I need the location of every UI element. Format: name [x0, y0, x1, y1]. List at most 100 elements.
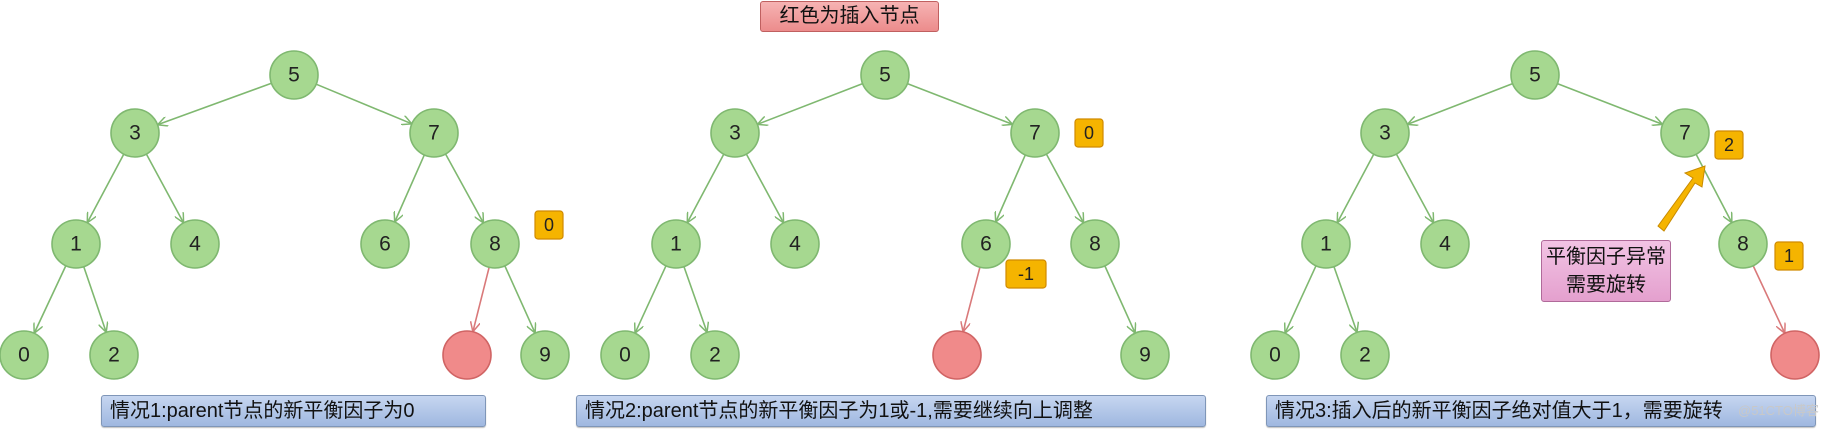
node-value: 8 — [1737, 233, 1749, 256]
tree1-node-6: 6 — [360, 219, 410, 269]
node-value: 1 — [670, 233, 682, 256]
tree2-edge-7-8 — [1045, 153, 1083, 222]
tree1-edge-inserted — [473, 267, 490, 330]
tree1-edge-8-9 — [504, 265, 535, 332]
tree1-node-7: 7 — [409, 108, 459, 158]
tree2-edge-inserted — [963, 267, 981, 331]
node-value: 4 — [189, 233, 201, 256]
tree3-node-0: 0 — [1250, 330, 1300, 380]
tree3-node-4: 4 — [1420, 219, 1470, 269]
tree2-node-8: 8 — [1070, 219, 1120, 269]
tree1-node-5: 5 — [269, 50, 319, 100]
tree3-edge-inserted — [1752, 265, 1784, 333]
tree1-badge-8: 0 — [534, 210, 564, 240]
tree2-node-0: 0 — [600, 330, 650, 380]
tree2-node-5: 5 — [860, 50, 910, 100]
tree2-edge-5-7 — [907, 82, 1011, 124]
tree3-node-5: 5 — [1510, 50, 1560, 100]
balance-factor: 2 — [1724, 135, 1734, 155]
tree2-badge-6: -1 — [1005, 259, 1047, 289]
node-value: 1 — [70, 233, 82, 256]
case-2-label: 情况2:parent节点的新平衡因子为1或-1,需要继续向上调整 — [576, 395, 1206, 427]
tree2-node-3: 3 — [710, 108, 760, 158]
node-value: 0 — [619, 344, 631, 367]
tree2-node-4: 4 — [770, 219, 820, 269]
node-value: 3 — [729, 122, 741, 145]
tree1-node-9: 9 — [520, 330, 570, 380]
node-value: 2 — [1359, 344, 1371, 367]
tree2-edge-7-6 — [996, 154, 1027, 221]
tree1-edge-7-8 — [444, 153, 483, 222]
tree1-node-1: 1 — [51, 219, 101, 269]
tree3-inserted-node — [1770, 330, 1820, 380]
tree1-node-4: 4 — [170, 219, 220, 269]
tree1-node-3: 3 — [110, 108, 160, 158]
node-value: 8 — [1089, 233, 1101, 256]
balance-factor: 0 — [1084, 123, 1094, 143]
tree3-edge-7-8 — [1695, 153, 1731, 222]
tree3-edge-1-0 — [1285, 265, 1317, 332]
node-value: 7 — [1029, 122, 1041, 145]
rotation-note-line1: 平衡因子异常 — [1546, 246, 1666, 268]
rotation-note-line2: 需要旋转 — [1566, 274, 1646, 296]
case-1-label: 情况1:parent节点的新平衡因子为0 — [101, 395, 486, 427]
tree1-edge-5-7 — [315, 83, 411, 123]
node-value: 5 — [879, 64, 891, 87]
tree2-edge-1-2 — [683, 266, 707, 332]
balance-factor: -1 — [1018, 264, 1034, 284]
tree3-edge-5-7 — [1557, 82, 1661, 124]
node-value: 2 — [709, 344, 721, 367]
node-value: 8 — [489, 233, 501, 256]
tree3-badge-8: 1 — [1774, 241, 1804, 271]
tree2-inserted-node — [932, 330, 982, 380]
node-value: 9 — [1139, 344, 1151, 367]
tree1-edge-1-2 — [83, 266, 106, 332]
tree1-edge-7-6 — [395, 154, 426, 221]
watermark: @51CTO博客 — [1738, 403, 1819, 418]
tree1-edge-1-0 — [35, 265, 67, 333]
tree1-node-2: 2 — [89, 330, 139, 380]
tree2-edge-5-3 — [758, 82, 863, 124]
tree3-node-8: 8 — [1718, 219, 1768, 269]
tree2-node-7: 7 — [1010, 108, 1060, 158]
node-value: 3 — [129, 122, 141, 145]
tree2-node-6: 6 — [961, 219, 1011, 269]
tree3-node-3: 3 — [1360, 108, 1410, 158]
node-value: 5 — [288, 64, 300, 87]
legend-title: 红色为插入节点 — [760, 1, 939, 32]
tree2-node-2: 2 — [690, 330, 740, 380]
node-value: 5 — [1529, 64, 1541, 87]
node-value: 4 — [1439, 233, 1451, 256]
node-value: 2 — [108, 344, 120, 367]
node-value: 0 — [1269, 344, 1281, 367]
tree1-node-8: 8 — [470, 219, 520, 269]
case-3-label: 情况3:插入后的新平衡因子绝对值大于1，需要旋转 — [1266, 395, 1816, 427]
node-value: 9 — [539, 344, 551, 367]
tree3-edge-5-3 — [1408, 82, 1513, 124]
tree3-edge-3-4 — [1395, 153, 1433, 222]
rotation-arrow — [1657, 165, 1706, 232]
node-value: 7 — [1679, 122, 1691, 145]
tree2-badge-7: 0 — [1074, 118, 1104, 148]
node-value: 6 — [379, 233, 391, 256]
node-value: 7 — [428, 122, 440, 145]
node-value: 0 — [18, 344, 30, 367]
node-value: 6 — [980, 233, 992, 256]
tree2-node-9: 9 — [1120, 330, 1170, 380]
tree1-edge-3-4 — [145, 153, 183, 222]
balance-factor: 0 — [544, 215, 554, 235]
tree3-badge-7: 2 — [1714, 130, 1744, 160]
tree3-edge-1-2 — [1333, 266, 1357, 332]
tree1-node-0: 0 — [0, 330, 49, 380]
node-value: 3 — [1379, 122, 1391, 145]
tree1-inserted-node — [442, 330, 492, 380]
balance-factor: 1 — [1784, 246, 1794, 266]
node-value: 4 — [789, 233, 801, 256]
tree3-edge-3-1 — [1338, 153, 1375, 222]
tree1-edge-3-1 — [88, 153, 125, 222]
rotation-note: 平衡因子异常 需要旋转 — [1541, 240, 1671, 302]
node-value: 1 — [1320, 233, 1332, 256]
tree1-edge-5-3 — [158, 82, 272, 124]
